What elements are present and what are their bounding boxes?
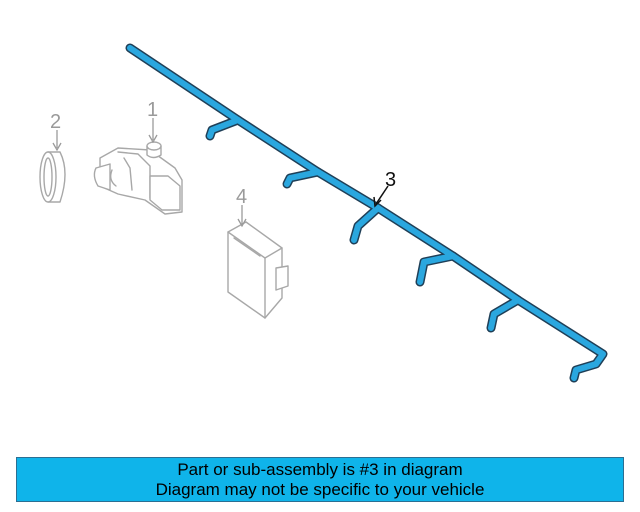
callout-1-label: 1 (147, 99, 158, 121)
callout-4-label: 4 (236, 186, 247, 208)
parts-diagram: 2 1 4 (39, 43, 608, 383)
callout-3-leader (375, 185, 389, 205)
retainer-ring-part (39, 151, 66, 203)
banner-line-part-number: Part or sub-assembly is #3 in diagram (177, 459, 463, 479)
harness-core (127, 45, 606, 381)
control-module-part (227, 221, 289, 319)
callout-2-label: 2 (50, 111, 61, 133)
wiring-harness-part (125, 43, 608, 383)
banner-line-disclaimer: Diagram may not be specific to your vehi… (155, 479, 485, 499)
sensor-part (93, 141, 183, 215)
callout-3-label: 3 (385, 169, 396, 191)
info-banner: Part or sub-assembly is #3 in diagram Di… (16, 457, 624, 502)
